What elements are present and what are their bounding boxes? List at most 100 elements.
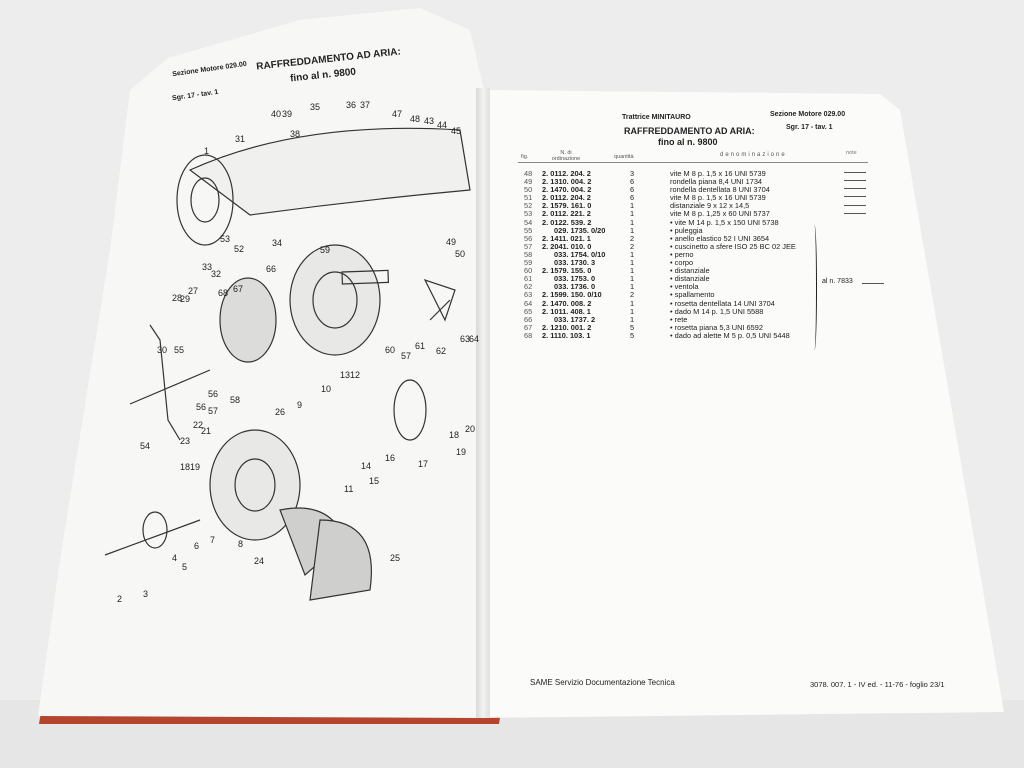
cell-fig: 60 <box>524 266 533 276</box>
callout-label: 27 <box>188 286 198 296</box>
cell-name: • dado M 14 p. 1,5 UNI 5588 <box>670 306 764 316</box>
cell-fig: 59 <box>524 258 533 268</box>
callout-label: 50 <box>455 249 465 259</box>
callout-label: 45 <box>451 126 461 136</box>
callout-label: 10 <box>321 384 331 394</box>
callout-label: 66 <box>266 264 276 274</box>
cell-qty: 3 <box>630 169 635 178</box>
callout-label: 13 <box>340 370 350 380</box>
cell-code: 2. 0122. 539. 2 <box>542 217 592 227</box>
cell-qty: 2 <box>630 241 635 251</box>
cell-code: 2. 1470. 008. 2 <box>542 298 592 308</box>
cell-code: 2. 1310. 004. 2 <box>542 177 592 187</box>
cell-fig: 53 <box>524 209 533 219</box>
cell-code: 033. 1754. 0/10 <box>554 249 606 259</box>
callout-label: 19 <box>190 462 200 472</box>
cell-fig: 48 <box>524 169 533 178</box>
callout-label: 6 <box>194 541 199 551</box>
callout-label: 60 <box>385 345 395 355</box>
callout-label: 54 <box>140 441 150 451</box>
cell-fig: 55 <box>524 225 533 235</box>
callout-label: 59 <box>320 245 330 255</box>
cell-name: vite M 8 p. 1,5 x 16 UNI 5739 <box>670 193 766 203</box>
cell-qty: 6 <box>630 177 635 187</box>
callout-label: 38 <box>290 129 300 139</box>
callout-label: 40 <box>271 109 281 119</box>
callout-label: 44 <box>437 120 447 130</box>
cell-fig: 49 <box>524 177 533 187</box>
callout-label: 47 <box>392 109 402 119</box>
guard-plate-2 <box>309 519 372 601</box>
callout-label: 39 <box>282 109 292 119</box>
callout-label: 31 <box>235 134 245 144</box>
cell-qty: 1 <box>630 201 635 211</box>
header-name: denominazione <box>720 152 787 158</box>
cell-code: 033. 1737. 2 <box>554 314 596 324</box>
callout-label: 57 <box>208 406 218 416</box>
cell-qty: 5 <box>630 322 635 332</box>
cell-name: • rosetta dentellata 14 UNI 3704 <box>670 298 775 308</box>
callout-label: 4 <box>172 553 177 563</box>
callout-label: 18 <box>180 462 190 472</box>
callout-label: 23 <box>180 436 190 446</box>
cell-qty: 2 <box>630 233 635 243</box>
cell-name: rondella dentellata 8 UNI 3704 <box>670 185 770 195</box>
callout-label: 3 <box>143 589 148 599</box>
cell-code: 2. 1210. 001. 2 <box>542 322 592 332</box>
belt <box>149 324 181 441</box>
cell-fig: 63 <box>524 290 533 300</box>
cell-fig: 51 <box>524 193 533 203</box>
cell-code: 033. 1730. 3 <box>554 258 596 268</box>
cell-qty: 1 <box>630 225 635 235</box>
cell-qty: 1 <box>630 306 635 316</box>
callout-label: 43 <box>424 116 434 126</box>
header-code: N. di ordinazione <box>551 150 581 162</box>
cell-name: • anello elastico 52 I UNI 3654 <box>670 233 770 243</box>
rotor-housing <box>209 429 301 541</box>
header-fig: fig. <box>521 154 529 160</box>
cell-code: 2. 1470. 004. 2 <box>542 185 592 195</box>
callout-label: 30 <box>157 345 167 355</box>
header-divider <box>518 162 868 163</box>
callout-label: 52 <box>234 244 244 254</box>
air-duct-housing <box>188 127 471 216</box>
callout-label: 21 <box>201 426 211 436</box>
cell-name: • rete <box>670 314 688 324</box>
callout-label: 18 <box>449 430 459 440</box>
cell-fig: 54 <box>524 217 533 227</box>
callout-label: 61 <box>415 341 425 351</box>
tractor-name: Trattrice MINITAURO <box>622 114 691 121</box>
cell-qty: 1 <box>630 209 635 219</box>
callout-label: 14 <box>361 461 371 471</box>
callout-label: 26 <box>275 407 285 417</box>
cell-code: 2. 1110. 103. 1 <box>542 330 591 340</box>
bracket <box>812 225 817 350</box>
right-subtitle: fino al n. 9800 <box>658 137 718 147</box>
callout-label: 68 <box>218 288 228 298</box>
cell-qty: 2 <box>630 290 635 300</box>
cell-code: 2. 1579. 161. 0 <box>542 201 592 211</box>
cell-qty: 1 <box>630 258 635 268</box>
cell-qty: 6 <box>630 185 635 195</box>
footer-right: 3078. 007. 1 - IV ed. - 11-76 - foglio 2… <box>810 680 945 689</box>
cell-qty: 1 <box>630 282 635 292</box>
callout-label: 22 <box>193 420 203 430</box>
callout-label: 48 <box>410 114 420 124</box>
cell-name: • perno <box>670 249 694 259</box>
cell-qty: 1 <box>630 217 635 227</box>
cell-fig: 62 <box>524 282 533 292</box>
cell-qty: 5 <box>630 330 635 340</box>
callout-label: 28 <box>172 293 182 303</box>
cell-name: • spallamento <box>670 290 715 300</box>
callout-label: 56 <box>208 389 218 399</box>
callout-label: 36 <box>346 100 356 110</box>
cell-code: 2. 2041. 010. 0 <box>542 241 592 251</box>
callout-label: 37 <box>360 100 370 110</box>
screen <box>219 277 277 363</box>
callout-label: 20 <box>465 424 475 434</box>
callout-label: 33 <box>202 262 212 272</box>
callout-label: 1 <box>204 146 209 156</box>
cell-name: • vite M 14 p. 1,5 x 150 UNI 5738 <box>670 217 779 227</box>
cell-name: • ventola <box>670 282 699 292</box>
